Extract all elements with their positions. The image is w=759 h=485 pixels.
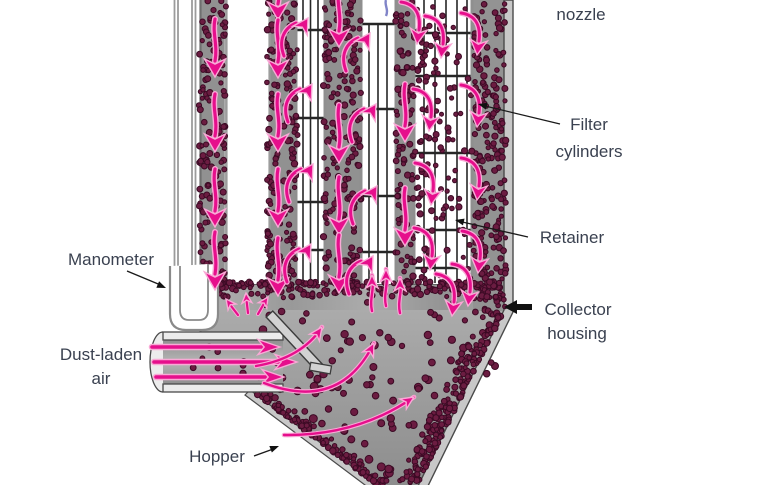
label-retainer: Retainer: [540, 228, 605, 247]
housing-right-wall: [417, 0, 514, 485]
collector-housing-arrow-icon: [504, 300, 532, 314]
leader-arrowheads: [156, 102, 488, 453]
label-nozzle: nozzle: [556, 5, 605, 24]
labels: nozzle Filter cylinders Retainer Collect…: [60, 5, 623, 466]
flow-arrows: [148, 0, 491, 438]
label-filter-cylinders-1: Filter: [570, 115, 608, 134]
label-collector-housing-2: housing: [547, 324, 607, 343]
manometer-utube: [168, 264, 220, 332]
manometer-leader: [126, 270, 164, 287]
label-hopper: Hopper: [189, 447, 245, 466]
nozzle-icon: [384, 0, 389, 17]
filter-cylinders-leader: [480, 104, 561, 125]
label-dust-laden-air-1: Dust-laden: [60, 345, 142, 364]
label-manometer: Manometer: [68, 250, 154, 269]
label-collector-housing-1: Collector: [544, 300, 611, 319]
retainer-leader: [457, 220, 529, 238]
label-filter-cylinders-2: cylinders: [555, 142, 622, 161]
label-dust-laden-air-2: air: [92, 369, 111, 388]
baffle-plate: [265, 310, 333, 375]
